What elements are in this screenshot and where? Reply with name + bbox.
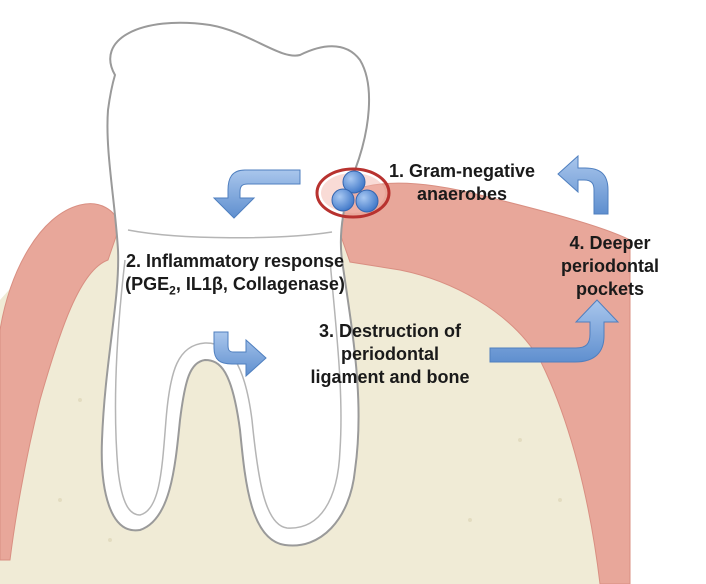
step-3-line-3: ligament and bone bbox=[310, 367, 470, 387]
step-2-suffix: , IL1β, Collagenase) bbox=[175, 274, 345, 294]
bacteria-cluster-icon bbox=[315, 167, 391, 219]
step-2-line-1: 2. Inflammatory response bbox=[125, 251, 345, 271]
step-1-line-1: 1. Gram-negative bbox=[388, 161, 536, 181]
step-1-line-2: anaerobes bbox=[416, 184, 508, 204]
curved-arrow-icon bbox=[489, 299, 620, 363]
step-4-label: 4. Deeper periodontal pockets bbox=[535, 232, 685, 301]
gum-right bbox=[329, 182, 631, 584]
step-2-line-2: (PGE2, IL1β, Collagenase) bbox=[100, 273, 370, 298]
tooth-root-inner bbox=[114, 259, 342, 529]
step-2-subscript: 2 bbox=[169, 283, 176, 298]
step-2-prefix: (PGE bbox=[125, 274, 170, 294]
curved-arrow-icon bbox=[212, 169, 301, 219]
step-3-line-2: periodontal bbox=[341, 344, 439, 364]
curved-arrow-icon bbox=[557, 154, 609, 215]
curved-arrow-icon bbox=[213, 331, 267, 378]
step-4-line-3: pockets bbox=[575, 279, 645, 299]
step-3-label: 3. Destruction of periodontal ligament a… bbox=[290, 320, 490, 389]
step-1-label: 1. Gram-negative anaerobes bbox=[372, 160, 552, 206]
step-4-line-1: 4. Deeper bbox=[569, 233, 651, 253]
step-2-label: 2. Inflammatory response (PGE2, IL1β, Co… bbox=[100, 250, 370, 298]
step-3-line-1: 3. Destruction of bbox=[318, 321, 461, 341]
tooth-inner-line bbox=[127, 229, 333, 239]
step-4-line-2: periodontal bbox=[561, 256, 659, 276]
tooth-outline bbox=[100, 21, 370, 547]
gum-left bbox=[0, 203, 121, 561]
